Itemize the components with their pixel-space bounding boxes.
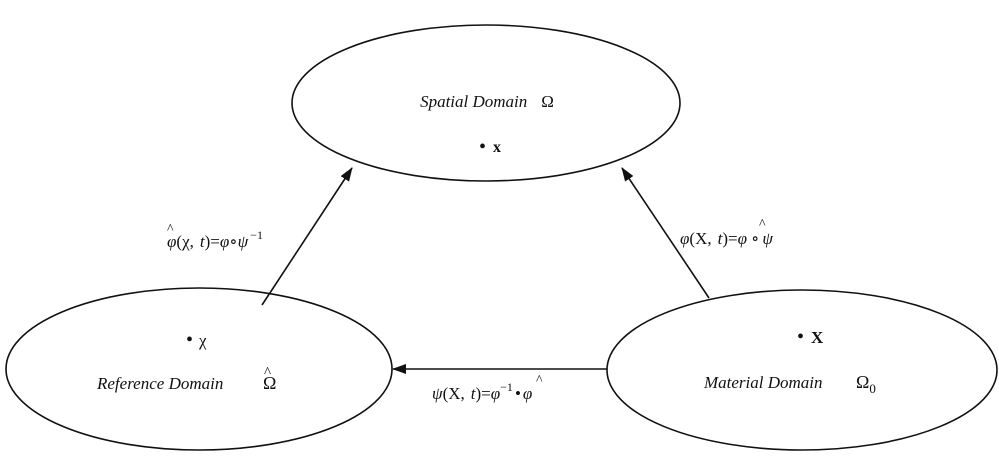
material-point-bullet: • [797, 326, 804, 348]
svg-text:φ(X,t)=φ∘ψ: φ(X,t)=φ∘ψ [680, 229, 773, 248]
svg-text:ψ(X,t)=φ−1•φ: ψ(X,t)=φ−1•φ [432, 380, 532, 403]
spatial-domain-ellipse [291, 24, 681, 182]
svg-text:^: ^ [759, 217, 766, 232]
reference-domain-label: Reference Domain [96, 374, 223, 393]
reference-point-label: χ [198, 331, 207, 350]
reference-domain-hat: ^ [264, 365, 271, 381]
spatial-point-label: x [493, 139, 501, 156]
material-domain-symbol: Ω0 [856, 372, 876, 396]
spatial-point-bullet: • [479, 136, 486, 158]
map-label-reference-to-spatial: φ(χ,t)=φ∘ψ−1 ^ [167, 222, 263, 251]
svg-text:^: ^ [167, 222, 174, 237]
map-label-material-to-reference: ψ(X,t)=φ−1•φ ^ [432, 373, 543, 403]
material-domain-label: Material Domain [703, 373, 823, 392]
svg-text:^: ^ [536, 373, 543, 388]
map-label-material-to-spatial: φ(X,t)=φ∘ψ ^ [680, 217, 773, 248]
svg-text:φ(χ,t)=φ∘ψ−1: φ(χ,t)=φ∘ψ−1 [167, 228, 263, 251]
reference-point-bullet: • [186, 329, 193, 351]
arrow-reference-to-spatial [261, 167, 353, 306]
material-domain-ellipse [606, 289, 998, 451]
arrow-material-to-spatial [621, 167, 710, 299]
reference-domain-symbol: Ω [263, 373, 276, 393]
reference-domain-ellipse [5, 287, 393, 451]
material-point-label: X [811, 328, 824, 347]
